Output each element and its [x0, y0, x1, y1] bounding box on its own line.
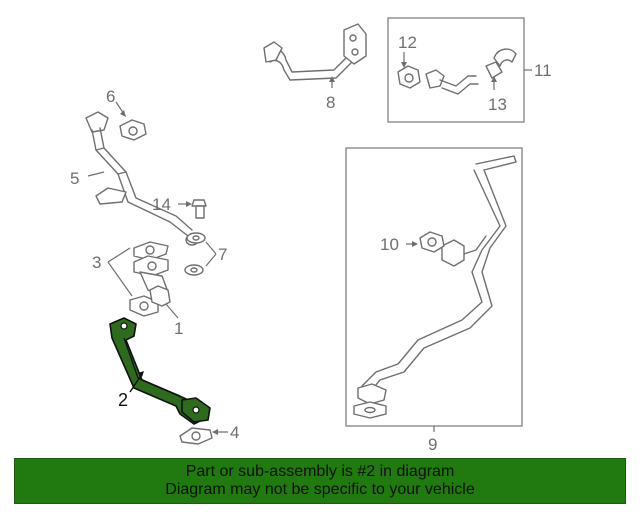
- callout-4: 4: [230, 423, 239, 442]
- arrowhead-8: [329, 76, 335, 82]
- callout-8: 8: [326, 93, 335, 112]
- part-2-pipe-highlighted[interactable]: [109, 317, 211, 425]
- part-14-bolt[interactable]: [191, 199, 207, 219]
- callout-3: 3: [92, 253, 101, 272]
- arrowhead-12: [401, 62, 407, 68]
- part-6-gasket[interactable]: [119, 119, 147, 141]
- callout-11: 11: [534, 61, 552, 80]
- leader-3: [107, 247, 133, 297]
- callout-13: 13: [488, 95, 507, 114]
- callout-9: 9: [428, 435, 437, 454]
- arrowhead-4: [212, 429, 218, 435]
- part-13-hose[interactable]: [485, 48, 517, 79]
- callout-7: 7: [218, 245, 227, 264]
- callout-14: 14: [152, 195, 171, 214]
- part-5-pipe[interactable]: [85, 111, 199, 246]
- banner-line-2: Diagram may not be specific to your vehi…: [165, 481, 475, 498]
- callout-10: 10: [380, 235, 399, 254]
- arrowhead-13: [491, 76, 497, 82]
- part-4-gasket[interactable]: [179, 427, 213, 445]
- part-1-fitting[interactable]: [133, 255, 171, 307]
- part-info-banner: Part or sub-assembly is #2 in diagram Di…: [14, 458, 626, 504]
- callout-1: 1: [174, 319, 183, 338]
- arrowhead-10: [412, 241, 418, 247]
- callout-5: 5: [70, 169, 79, 188]
- arrowhead-6: [120, 110, 126, 117]
- leader-5: [87, 171, 105, 177]
- part-12-gasket[interactable]: [397, 65, 421, 89]
- part-7-washers[interactable]: [184, 232, 206, 276]
- part-8-pipe[interactable]: [263, 23, 367, 81]
- leader-1: [165, 303, 179, 319]
- parts-diagram: 8 11 12 13 6 5: [70, 17, 552, 454]
- leader-7: [205, 241, 217, 267]
- part-9-pipe[interactable]: [353, 155, 517, 419]
- part-11-pipe[interactable]: [425, 69, 479, 95]
- arrowhead-14: [186, 201, 192, 207]
- callout-2: 2: [118, 390, 128, 410]
- callout-6: 6: [106, 87, 115, 106]
- banner-line-1: Part or sub-assembly is #2 in diagram: [185, 463, 455, 480]
- callout-12: 12: [398, 33, 417, 52]
- arrowhead-2: [138, 371, 144, 377]
- leader-2: [129, 373, 143, 393]
- part-3-gaskets[interactable]: [129, 241, 169, 317]
- part-10-gasket[interactable]: [419, 231, 445, 253]
